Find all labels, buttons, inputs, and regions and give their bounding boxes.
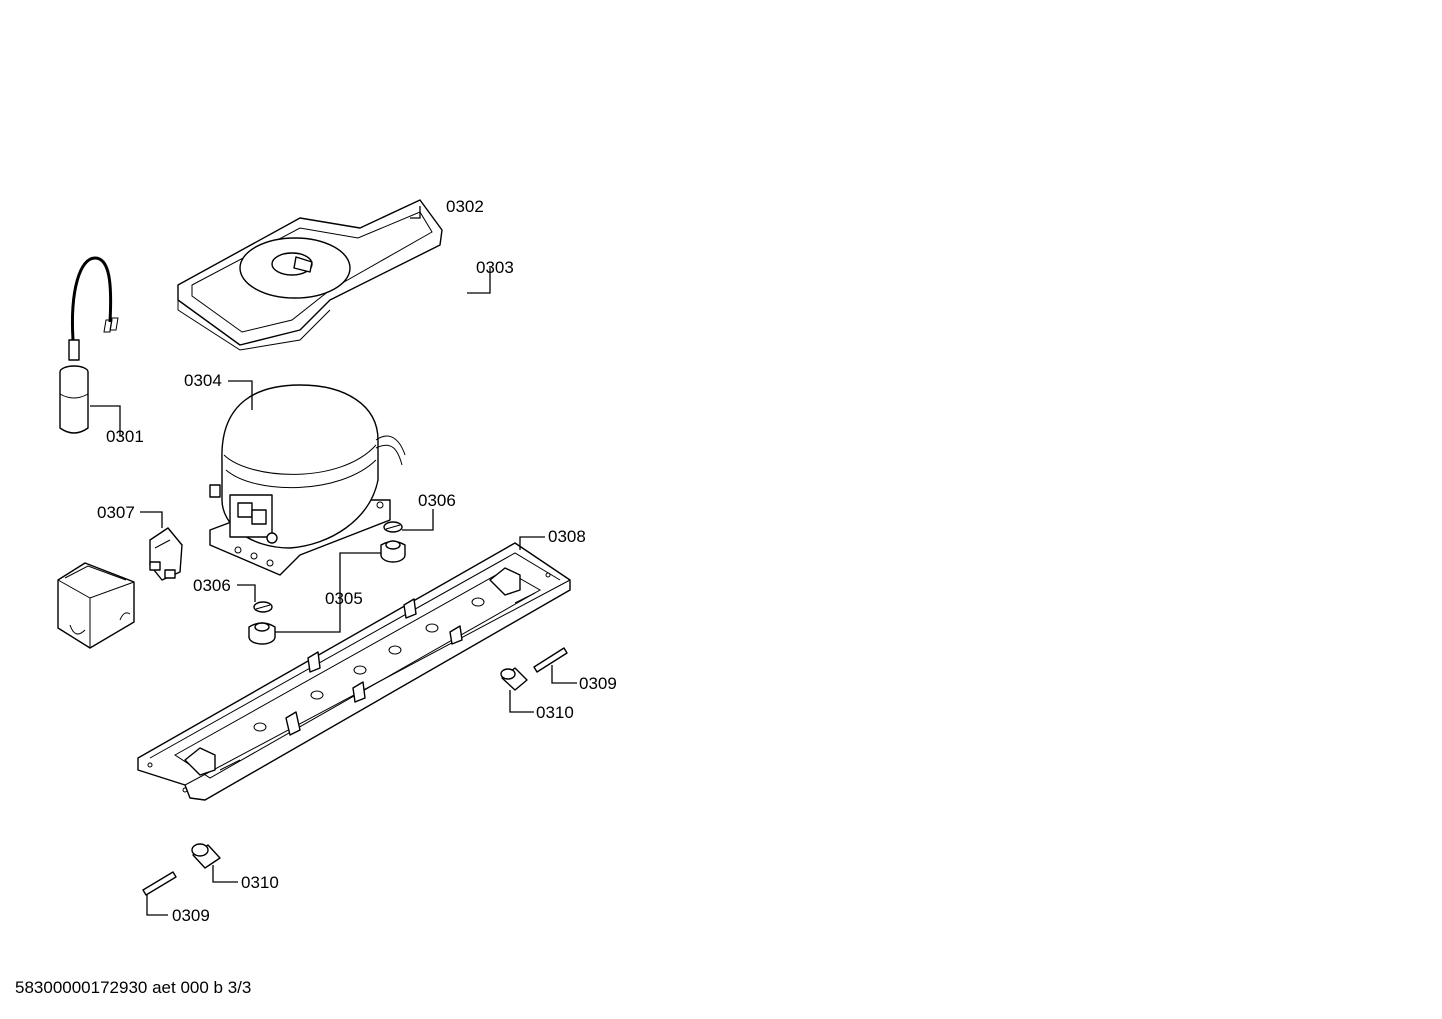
drawing-code: 58300000172930 aet 000 b 3/3 [15, 978, 252, 997]
callout-0306-right: 0306 [418, 491, 456, 510]
part-sleeve-lower [191, 843, 221, 869]
part-pin-lower [142, 871, 177, 896]
callout-0303: 0303 [476, 258, 514, 277]
callout-0301: 0301 [106, 427, 144, 446]
callout-0305: 0305 [325, 589, 363, 608]
part-pin-upper [533, 647, 568, 673]
part-clip-left [253, 601, 273, 613]
part-grommet-right [380, 540, 406, 563]
callout-labels: 0302 0303 0304 0301 0307 0306 0308 0306 … [97, 197, 617, 925]
part-drain-tube [383, 285, 465, 364]
callout-0307: 0307 [97, 503, 135, 522]
leader-lines [90, 206, 577, 916]
callout-0310-lower: 0310 [241, 873, 279, 892]
part-base-rail [137, 542, 571, 801]
part-capacitor [59, 256, 119, 434]
part-sleeve-upper [500, 667, 528, 691]
part-relay [149, 527, 183, 581]
callout-0306-left: 0306 [193, 576, 231, 595]
part-clip-right [383, 521, 403, 533]
part-relay-cover [57, 562, 135, 649]
callout-0310-upper: 0310 [536, 703, 574, 722]
callout-0302: 0302 [446, 197, 484, 216]
callout-0304: 0304 [184, 371, 222, 390]
part-drip-tray [177, 199, 443, 351]
callout-0309-upper: 0309 [579, 674, 617, 693]
part-grommet-left [248, 622, 276, 645]
callout-0308: 0308 [548, 527, 586, 546]
callout-0309-lower: 0309 [172, 906, 210, 925]
part-compressor [209, 384, 406, 576]
